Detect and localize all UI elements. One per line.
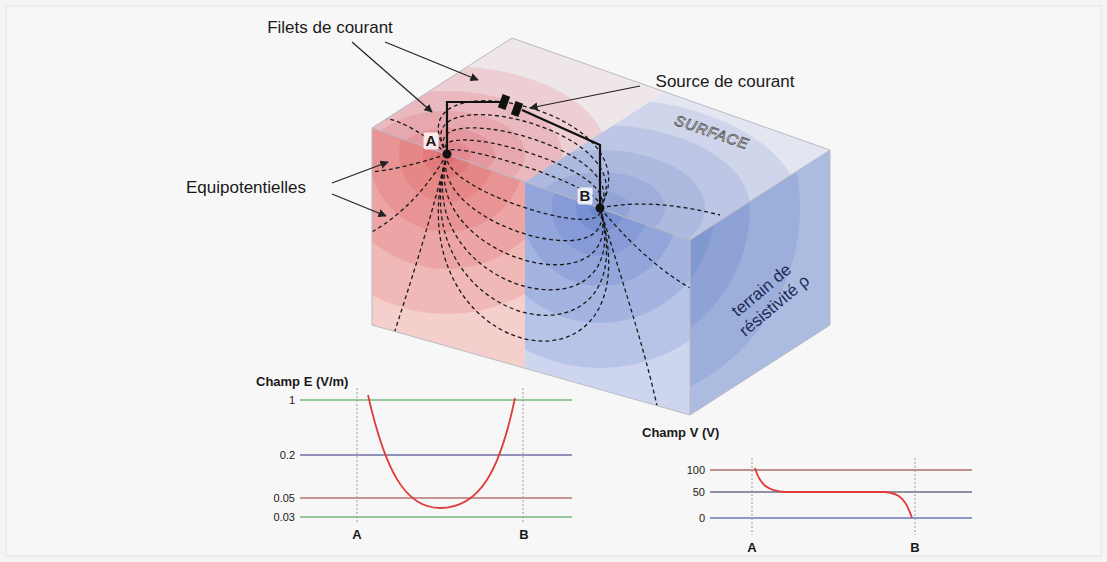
current-lines [385, 101, 720, 215]
equipotential-shells [340, 0, 860, 468]
axis-point-label: A [352, 528, 361, 543]
callout-label: Filets de courant [267, 18, 393, 38]
tick-label: 50 [693, 486, 705, 499]
tick-label: 100 [687, 464, 705, 477]
tick-label: 0.2 [280, 449, 295, 462]
chart-title: Champ V (V) [642, 426, 719, 441]
tick-label: 1 [289, 394, 295, 407]
axis-point-label: B [910, 541, 919, 556]
leader-lines [332, 42, 640, 216]
tick-label: 0.05 [274, 492, 295, 505]
current-lines [372, 154, 690, 420]
electrode-dot [443, 150, 452, 159]
chart-title: Champ E (V/m) [256, 375, 348, 390]
electrode-dot [596, 204, 605, 213]
page-ground [6, 6, 1101, 556]
potential-chart [710, 458, 972, 535]
axis-point-label: B [519, 528, 528, 543]
ground-label: terrain de résistivité ρ [713, 247, 824, 349]
tick-label: 0.03 [274, 511, 295, 524]
tick-label: 0 [699, 512, 705, 525]
electrode-label: B [578, 187, 593, 204]
current-source [447, 94, 600, 208]
callout-label: Source de courant [656, 72, 795, 92]
e-field-chart [300, 388, 572, 524]
block-edges [372, 38, 830, 415]
surface-label: SURFACE [673, 111, 752, 153]
electrode-label: A [424, 132, 439, 149]
callout-label: Equipotentielles [186, 178, 306, 198]
axis-point-label: A [747, 541, 756, 556]
